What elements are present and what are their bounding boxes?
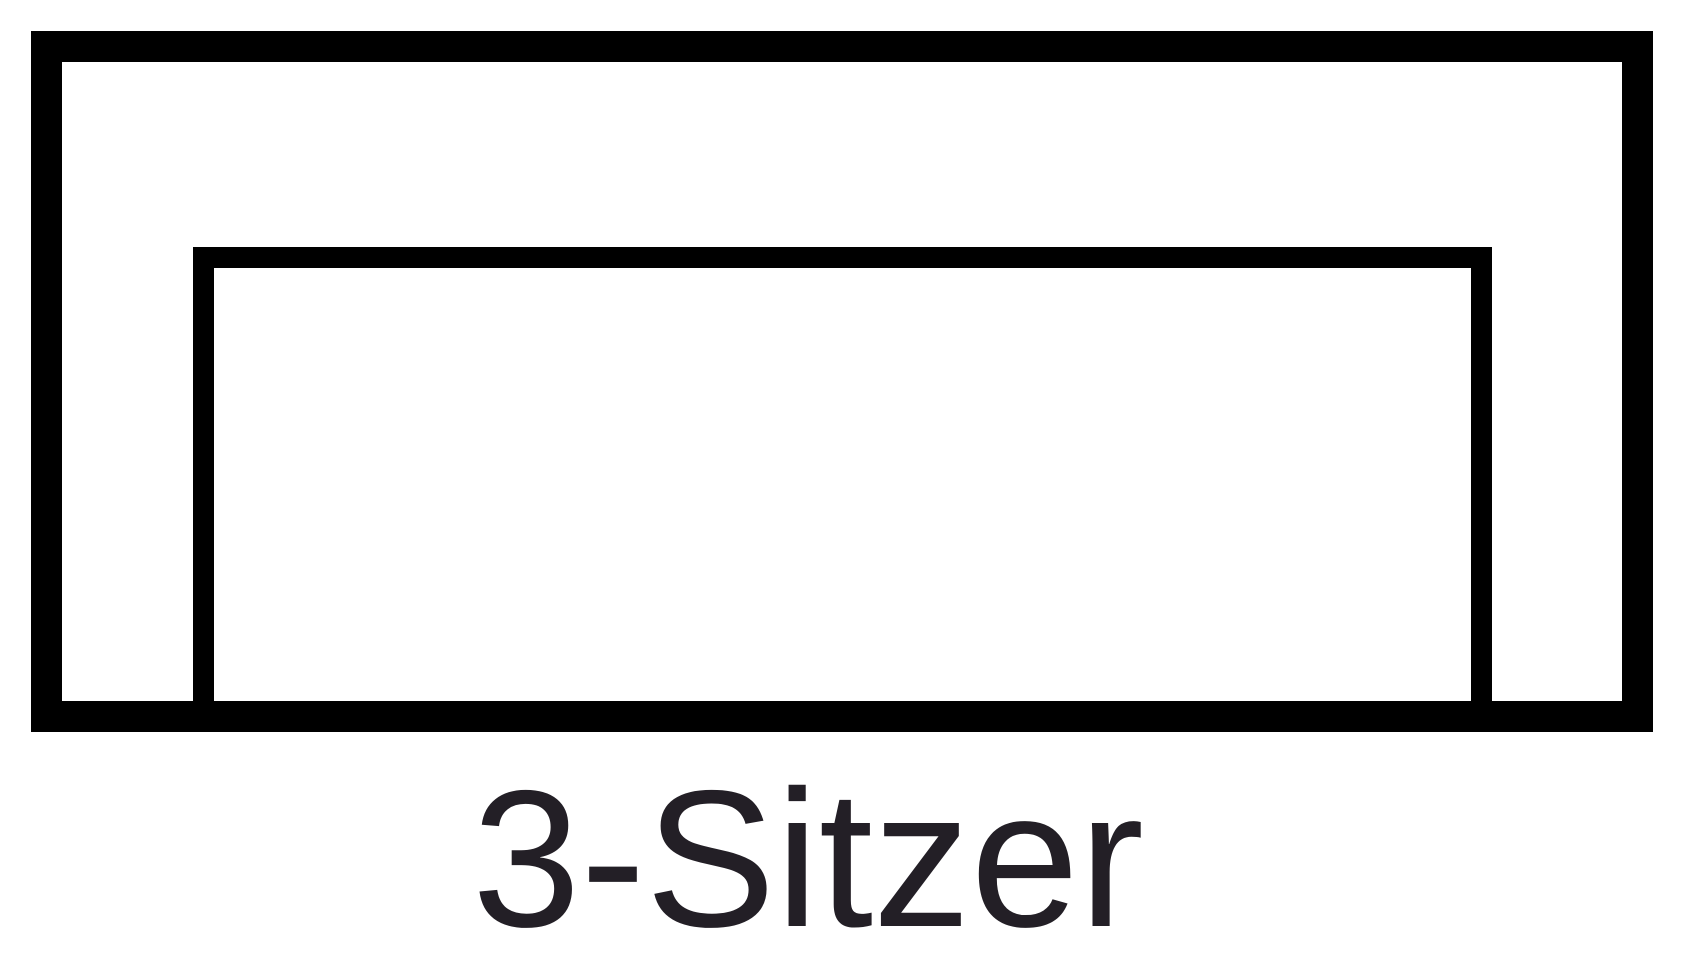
sofa-seat-outline <box>193 247 1492 702</box>
sofa-backrest-armrests-outline <box>31 31 1653 732</box>
sofa-variant-label: 3-Sitzer <box>472 750 1144 960</box>
